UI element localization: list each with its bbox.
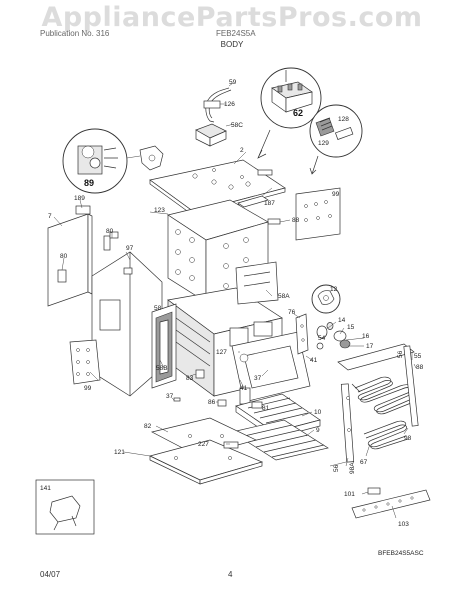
part-label-16: 16 [362,333,370,340]
bracket-86 [217,399,227,407]
part-label-98a: 98A [349,462,356,474]
broil-element-assembly [337,343,417,415]
part-label-227: 227 [198,441,209,448]
part-label-103: 103 [398,521,409,528]
bottom-panel-121 [148,439,264,485]
part-label-89: 89 [84,178,94,188]
detail-circle-62 [257,67,322,159]
part-label-62: 62 [293,108,303,118]
part-label-86: 86 [208,399,216,406]
vent-panel-58a [235,261,279,305]
connector-101 [367,487,381,495]
detail-circle-128-129 [309,104,363,175]
model-number: FEB24S5A [216,29,256,38]
part-label-67: 67 [360,459,368,466]
detail-circle-12 [311,284,341,314]
side-panel-7 [47,205,111,307]
diagram-code: BFEB24S5ASC [378,550,424,557]
part-label-187: 187 [264,200,275,207]
part-label-83: 83 [186,375,194,382]
part-label-41-lower: 41 [240,385,248,392]
footer-date: 04/07 [40,570,61,579]
side-rails [340,345,419,463]
rear-bracket-99 [295,187,341,241]
footer-page-number: 4 [228,570,233,579]
part-label-37-upper: 37 [254,375,262,382]
part-label-128: 128 [338,116,349,123]
part-label-41-upper: 41 [310,357,318,364]
bracket-81 [251,401,263,409]
part-label-101: 101 [344,491,355,498]
part-label-58b: 58B [156,365,168,372]
rear-strip-187 [237,195,269,208]
section-title: BODY [220,40,244,49]
bracket-126 [203,100,221,109]
part-label-80-left: 80 [60,253,68,260]
part-label-126: 126 [224,101,235,108]
part-label-81: 81 [262,405,270,412]
leader-lines [53,151,417,519]
control-knobs [316,322,351,350]
part-label-129: 129 [318,140,329,147]
part-label-55: 55 [414,353,422,360]
part-label-14: 14 [338,317,346,324]
screw-37 [173,397,181,402]
switch-227 [223,441,239,449]
part-label-54: 54 [318,335,326,342]
part-label-59: 59 [229,79,237,86]
part-label-58a: 58A [278,293,290,300]
bake-element-67 [363,420,409,450]
inset-box-141 [35,479,95,535]
part-label-82: 82 [144,423,152,430]
bracket-80 [109,231,119,239]
part-label-56: 56 [333,464,340,472]
part-label-2: 2 [240,147,244,154]
part-label-7: 7 [48,213,52,220]
bracket-76 [295,313,309,355]
left-bracket-99 [69,339,101,385]
part-label-99-left: 99 [84,385,92,392]
transformer-58c [195,123,235,147]
part-label-76: 76 [288,309,296,316]
part-label-123: 123 [154,207,165,214]
part-label-99-upper: 99 [332,191,340,198]
oven-rack-9 [231,419,329,461]
part-label-9: 9 [316,427,320,434]
part-label-97: 97 [126,245,134,252]
hinge-83 [195,369,205,379]
part-label-56-right: 56 [397,350,404,358]
front-frame-58b [151,303,177,389]
rear-strip-103 [351,489,431,519]
part-label-80-top: 80 [106,228,114,235]
part-label-58: 58 [154,305,162,312]
part-label-58c: 58C [231,122,243,129]
part-label-15: 15 [347,324,355,331]
part-label-88: 88 [292,217,300,224]
detail-circle-89 [62,128,164,194]
part-label-189: 189 [74,195,85,202]
publication-label: Publication No. 316 [40,29,110,38]
part-label-121: 121 [114,449,125,456]
clip-88 [267,218,281,225]
door-frame-41 [231,331,311,405]
side-panel-97 [91,251,163,397]
part-label-37-lower: 37 [166,393,174,400]
watermark-logo: AppliancePartsPros.com [41,2,423,33]
part-label-141: 141 [40,485,51,492]
part-label-98: 98 [404,435,412,442]
part-label-17: 17 [366,343,374,350]
part-label-10: 10 [314,409,322,416]
part-label-127: 127 [216,349,227,356]
part-label-12: 12 [330,286,338,293]
part-label-88-right: 88 [416,364,424,371]
